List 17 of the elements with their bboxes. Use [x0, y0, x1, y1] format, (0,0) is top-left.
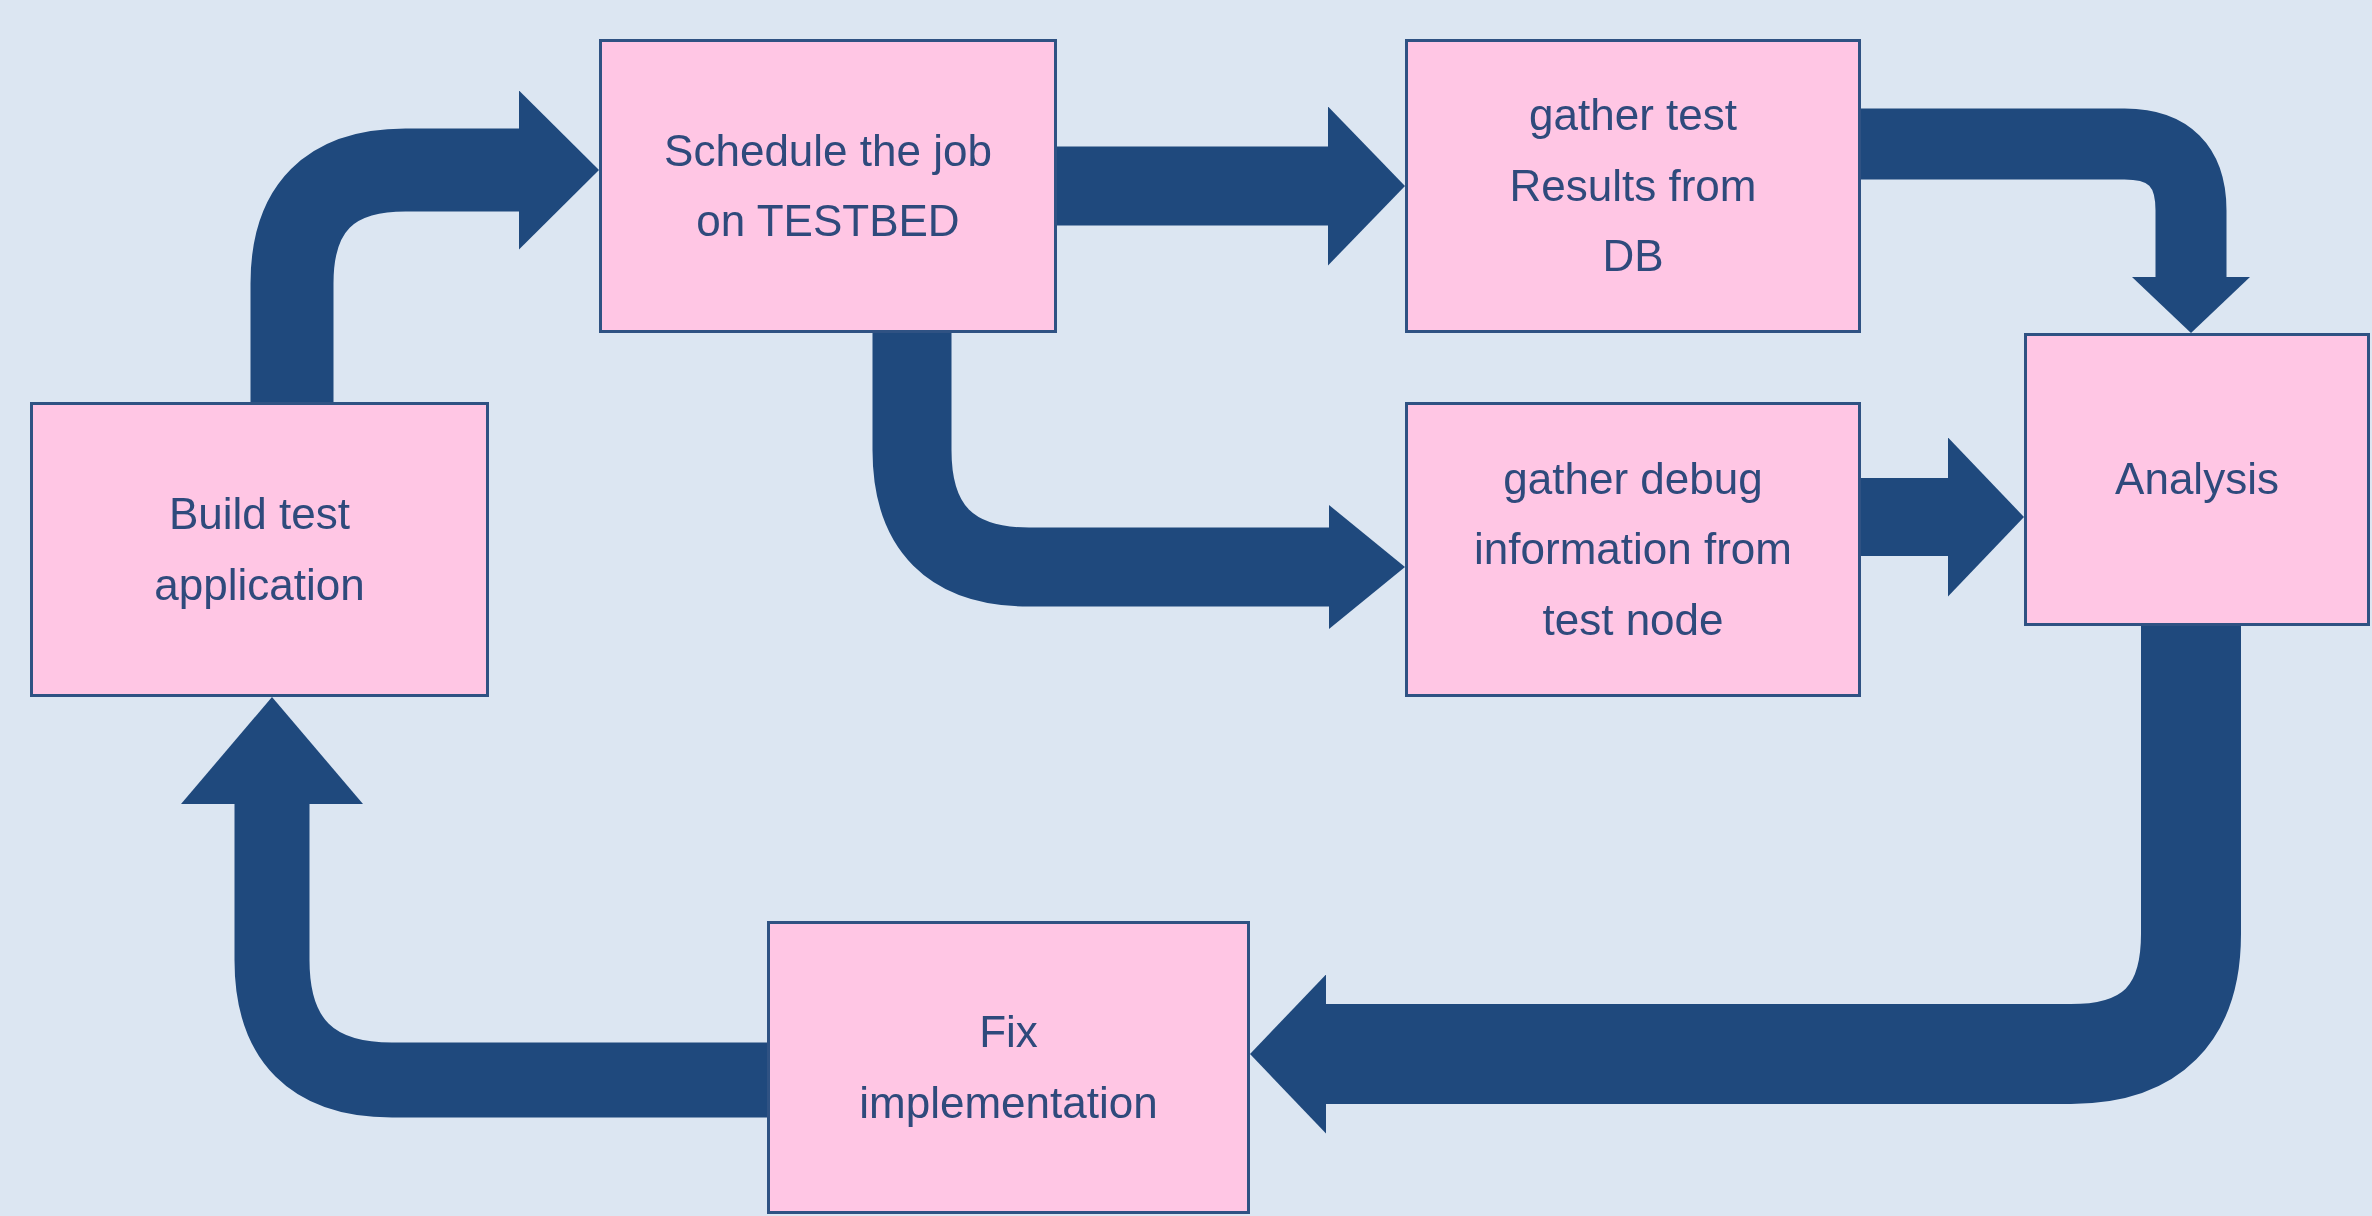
box-label: gather test Results from DB: [1508, 89, 1758, 283]
block-arrow: [181, 697, 767, 1118]
box-label: gather debug information from test node: [1473, 452, 1793, 646]
block-arrow: [1861, 108, 2250, 333]
box-label: Fix implementation: [858, 1006, 1159, 1129]
process-box: [30, 402, 489, 697]
process-box: [767, 921, 1250, 1214]
block-arrow: [1057, 106, 1405, 266]
process-box: [1405, 402, 1861, 697]
process-box: [2024, 333, 2370, 626]
block-arrow: [1861, 437, 2024, 597]
box-label: Analysis: [2115, 453, 2279, 506]
process-box: [1405, 39, 1861, 333]
box-label: Schedule the job on TESTBED: [663, 124, 993, 247]
block-arrow: [1250, 626, 2241, 1134]
box-label: Build test application: [153, 488, 366, 611]
process-box: [599, 39, 1057, 333]
